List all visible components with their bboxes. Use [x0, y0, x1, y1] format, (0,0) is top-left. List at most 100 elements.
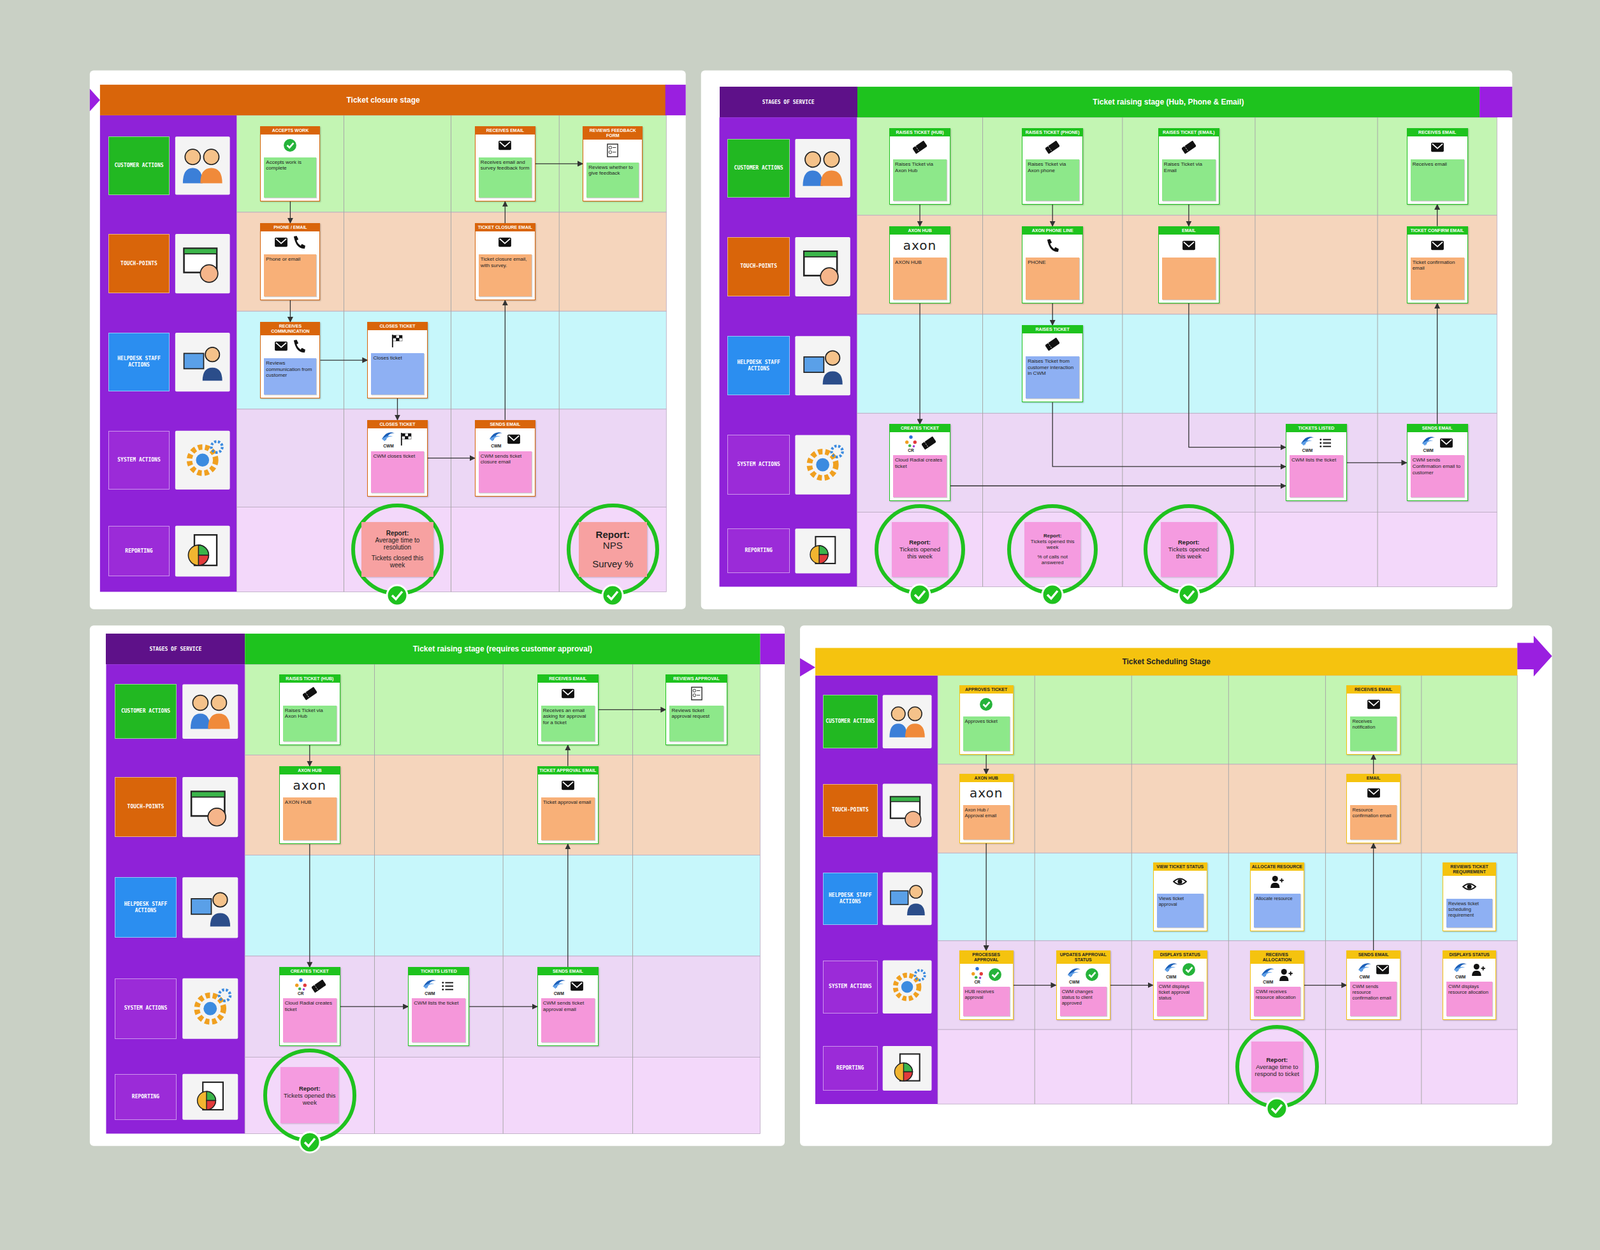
- layout-shape: [202, 367, 223, 382]
- layout-shape: [921, 436, 936, 451]
- layout-shape: [200, 167, 222, 183]
- layout-box: [497, 138, 512, 153]
- layout-shape: [760, 633, 785, 665]
- process-card: SENDS EMAILCWMCWM sends ticket approval …: [537, 967, 599, 1047]
- layout-shape: [212, 892, 228, 908]
- card-header: SENDS EMAIL: [475, 420, 535, 429]
- layout-box: [1250, 870, 1304, 893]
- lane-label: TOUCH-POINTS: [727, 237, 790, 297]
- layout-box: [960, 693, 1013, 716]
- layout-shape: [392, 334, 403, 348]
- layout-box: [291, 235, 306, 250]
- layout-shape: [1479, 86, 1513, 118]
- layout-shape: [1047, 239, 1059, 252]
- card-header: DISPLAYS STATUS: [1153, 951, 1207, 959]
- layout-shape: [1432, 241, 1443, 247]
- layout-shape: [825, 350, 840, 365]
- stages-header: STAGES OF SERVICE: [719, 86, 858, 118]
- layout-shape: [191, 791, 225, 798]
- card-header: APPROVES TICKET: [960, 685, 1013, 694]
- layout-shape: [1186, 967, 1193, 973]
- process-card: RAISES TICKET (HUB)Raises Ticket via Axo…: [889, 128, 951, 205]
- layout-shape: [1131, 675, 1133, 1105]
- layout-shape: [1454, 963, 1467, 973]
- lane-label: CUSTOMER ACTIONS: [108, 136, 171, 195]
- layout-shape: [1034, 675, 1036, 1105]
- sticky-note-text: PHONE: [1027, 259, 1078, 266]
- lane-label-text: SYSTEM ACTIONS: [117, 457, 160, 464]
- layout-shape: [1265, 1097, 1289, 1120]
- layout-shape: [561, 780, 575, 790]
- layout-shape: [608, 150, 612, 154]
- layout-shape: [311, 979, 326, 994]
- layout-box: [367, 330, 427, 352]
- layout-shape: [236, 311, 667, 410]
- layout-shape: [1278, 967, 1293, 982]
- layout-shape: [1290, 971, 1292, 976]
- layout-box: CWM: [538, 975, 598, 997]
- sticky-note-text: Reviews ticket approval request: [671, 707, 721, 720]
- layout-box: axon: [903, 237, 937, 254]
- layout-shape: [1319, 445, 1322, 448]
- card-header: AXON HUB: [279, 766, 340, 775]
- layout-shape: [1279, 968, 1293, 982]
- lane-label: CUSTOMER ACTIONS: [114, 683, 178, 739]
- layout-shape: [815, 458, 830, 472]
- layout-shape: [182, 683, 238, 739]
- report-heading: Report:: [386, 529, 410, 537]
- layout-shape: [190, 695, 231, 730]
- layout-shape: [236, 212, 667, 312]
- layout-box: axon: [889, 234, 950, 257]
- layout-box: CWM: [1286, 432, 1347, 454]
- layout-box: CWM: [1407, 432, 1468, 454]
- layout-box: [497, 235, 512, 250]
- stage-title: Ticket Scheduling Stage: [1121, 657, 1210, 667]
- layout-shape: [497, 138, 512, 153]
- process-card: CREATES TICKETCRCloud Radial creates tic…: [279, 967, 341, 1047]
- sticky-note-text: Receives notification: [1352, 718, 1395, 730]
- layout-shape: [889, 723, 908, 738]
- layout-shape: [915, 145, 920, 152]
- layout-box: [475, 134, 535, 157]
- layout-shape: [921, 436, 936, 451]
- layout-shape: [440, 979, 455, 994]
- layout-shape: [820, 267, 839, 286]
- report-text: Tickets opened this week: [1163, 545, 1215, 560]
- process-card: EMAILResource confirmation email: [1346, 773, 1400, 844]
- layout-shape: [1376, 965, 1390, 975]
- flow-arrow: [985, 754, 987, 775]
- process-card: RECEIVES EMAILReceives notification: [1346, 685, 1400, 755]
- layout-shape: [905, 723, 925, 738]
- layout-shape: [182, 149, 223, 183]
- layout-box: CWM: [1056, 963, 1110, 986]
- layout-shape: [903, 434, 918, 449]
- layout-shape: [442, 985, 445, 988]
- flow-arrow: [535, 163, 583, 164]
- layout-shape: [1172, 874, 1187, 889]
- layout-shape: [988, 967, 1003, 982]
- stage-grid: [89, 625, 785, 1146]
- lane-label: HELPDESK STAFF ACTIONS: [114, 877, 178, 938]
- card-header: REVIEWS TICKET REQUIREMENT: [1443, 863, 1496, 876]
- layout-box: CWM sends Confirmation email to customer: [1410, 455, 1465, 498]
- layout-box: Approves ticket: [963, 716, 1010, 751]
- layout-box: [1181, 238, 1196, 253]
- layout-box: CWM: [1346, 958, 1400, 981]
- layout-box: Receives an email asking for approval fo…: [541, 705, 595, 742]
- layout-shape: [1045, 140, 1060, 154]
- layout-shape: [1045, 140, 1060, 154]
- layout-shape: [809, 446, 843, 479]
- layout-shape: [1454, 967, 1465, 973]
- layout-box: Phone or email: [263, 254, 317, 297]
- layout-shape: [244, 956, 760, 1057]
- layout-shape: [1045, 337, 1060, 352]
- layout-shape: [442, 982, 445, 985]
- layout-shape: [275, 341, 289, 351]
- layout-shape: [561, 689, 575, 699]
- lane-label-text: HELPDESK STAFF ACTIONS: [116, 901, 176, 915]
- layout-shape: [382, 436, 394, 442]
- process-card: TICKETS LISTEDCWMCWM lists the ticket: [1285, 423, 1347, 502]
- layout-shape: [921, 436, 936, 451]
- layout-shape: [175, 430, 231, 490]
- flow-arrow: [290, 300, 291, 322]
